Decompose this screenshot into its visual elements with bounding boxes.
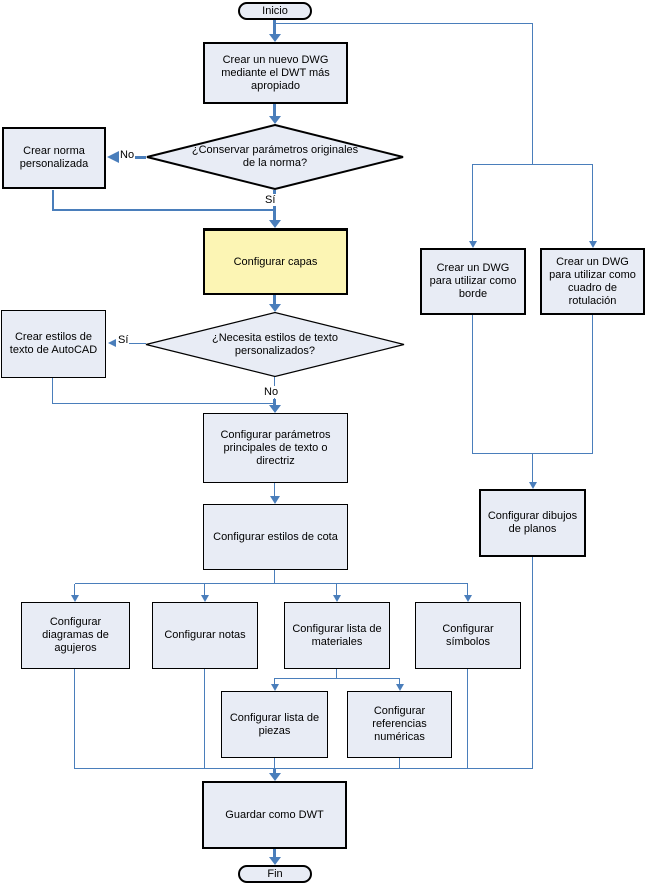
node-dibujos-planos: Configurar dibujos de planos [479,489,586,557]
connector-line [273,295,276,305]
connector-line [399,678,400,685]
connector-line [273,849,276,858]
decision-label: ¿Necesita estilos de texto personalizado… [212,331,338,357]
connector-line [532,453,533,483]
node-configurar-simbolos: Configurar símbolos [415,602,521,669]
node-estilos-cota: Configurar estilos de cota [203,504,348,570]
connector-line [592,315,593,454]
node-dwg-borde: Crear un DWG para utilizar como borde [420,248,526,315]
connector-line [52,209,276,211]
connector-line [52,190,54,211]
connector-line [273,19,276,35]
node-fin: Fin [238,865,312,883]
connector-line [273,399,276,405]
arrowhead-icon [71,595,79,602]
node-configurar-notas: Configurar notas [152,602,258,669]
arrowhead-icon [201,595,209,602]
diamond-shape-icon [145,312,405,377]
connector-line [276,23,533,24]
connector-line [75,583,468,584]
arrowhead-icon [270,496,280,504]
node-crear-estilos-texto: Crear estilos de texto de AutoCAD [1,310,106,378]
arrowhead-icon [333,595,341,602]
connector-line [472,164,593,165]
node-diagramas-agujeros: Configurar diagramas de agujeros [21,602,130,669]
node-guardar-dwt: Guardar como DWT [202,781,347,849]
decision-conservar-parametros: ¿Conservar parámetros originales de la n… [145,124,405,190]
arrowhead-icon [271,684,279,691]
connector-line [399,758,400,769]
connector-line [532,23,533,165]
connector-line [336,584,337,595]
connector-line [592,164,593,242]
arrowhead-icon [107,151,119,163]
connector-line [275,678,400,679]
connector-line [472,164,473,242]
arrowhead-icon [269,220,281,228]
edge-label-no: No [263,386,280,398]
decision-estilos-texto: ¿Necesita estilos de texto personalizado… [145,312,405,377]
node-lista-materiales: Configurar lista de materiales [284,602,390,669]
arrowhead-icon [108,339,116,347]
connector-line [274,570,275,584]
connector-line [532,557,533,769]
connector-line [467,584,468,595]
connector-line [75,768,533,769]
node-referencias-numericas: Configurar referencias numéricas [347,691,452,758]
arrowhead-icon [396,684,404,691]
connector-line [472,315,473,454]
node-parametros-texto: Configurar parámetros principales de tex… [203,413,348,483]
connector-line [204,584,205,595]
arrowhead-icon [269,304,281,312]
arrowhead-icon [269,34,281,42]
connector-line [274,758,275,769]
connector-line [52,403,275,404]
decision-label: ¿Conservar parámetros originales de la n… [191,144,359,169]
arrowhead-icon [269,857,281,865]
node-crear-nuevo-dwg: Crear un nuevo DWG mediante el DWT más a… [203,42,348,104]
arrowhead-icon [589,241,597,248]
connector-line [274,678,275,685]
arrowhead-icon [269,405,281,413]
arrowhead-icon [269,773,281,781]
edge-label-si: Sí [264,194,277,206]
node-crear-norma: Crear norma personalizada [2,127,106,189]
edge-label-si: Sí [117,334,130,346]
node-lista-piezas: Configurar lista de piezas [221,691,328,758]
connector-line [74,669,75,769]
connector-line [74,584,75,595]
connector-line [274,483,275,496]
arrowhead-icon [269,116,281,124]
arrowhead-icon [529,482,537,489]
arrowhead-icon [464,595,472,602]
node-dwg-rotulacion: Crear un DWG para utilizar como cuadro d… [540,248,645,315]
edge-label-no: No [119,149,136,161]
connector-line [336,669,337,679]
node-configurar-capas: Configurar capas [203,228,348,295]
diamond-shape-icon [146,124,404,190]
connector-line [119,343,146,344]
connector-line [273,103,276,117]
arrowhead-icon [469,241,477,248]
node-inicio: Inicio [238,2,312,20]
connector-line [52,378,53,404]
connector-line [467,669,468,769]
connector-line [273,768,276,774]
connector-line [204,669,205,769]
